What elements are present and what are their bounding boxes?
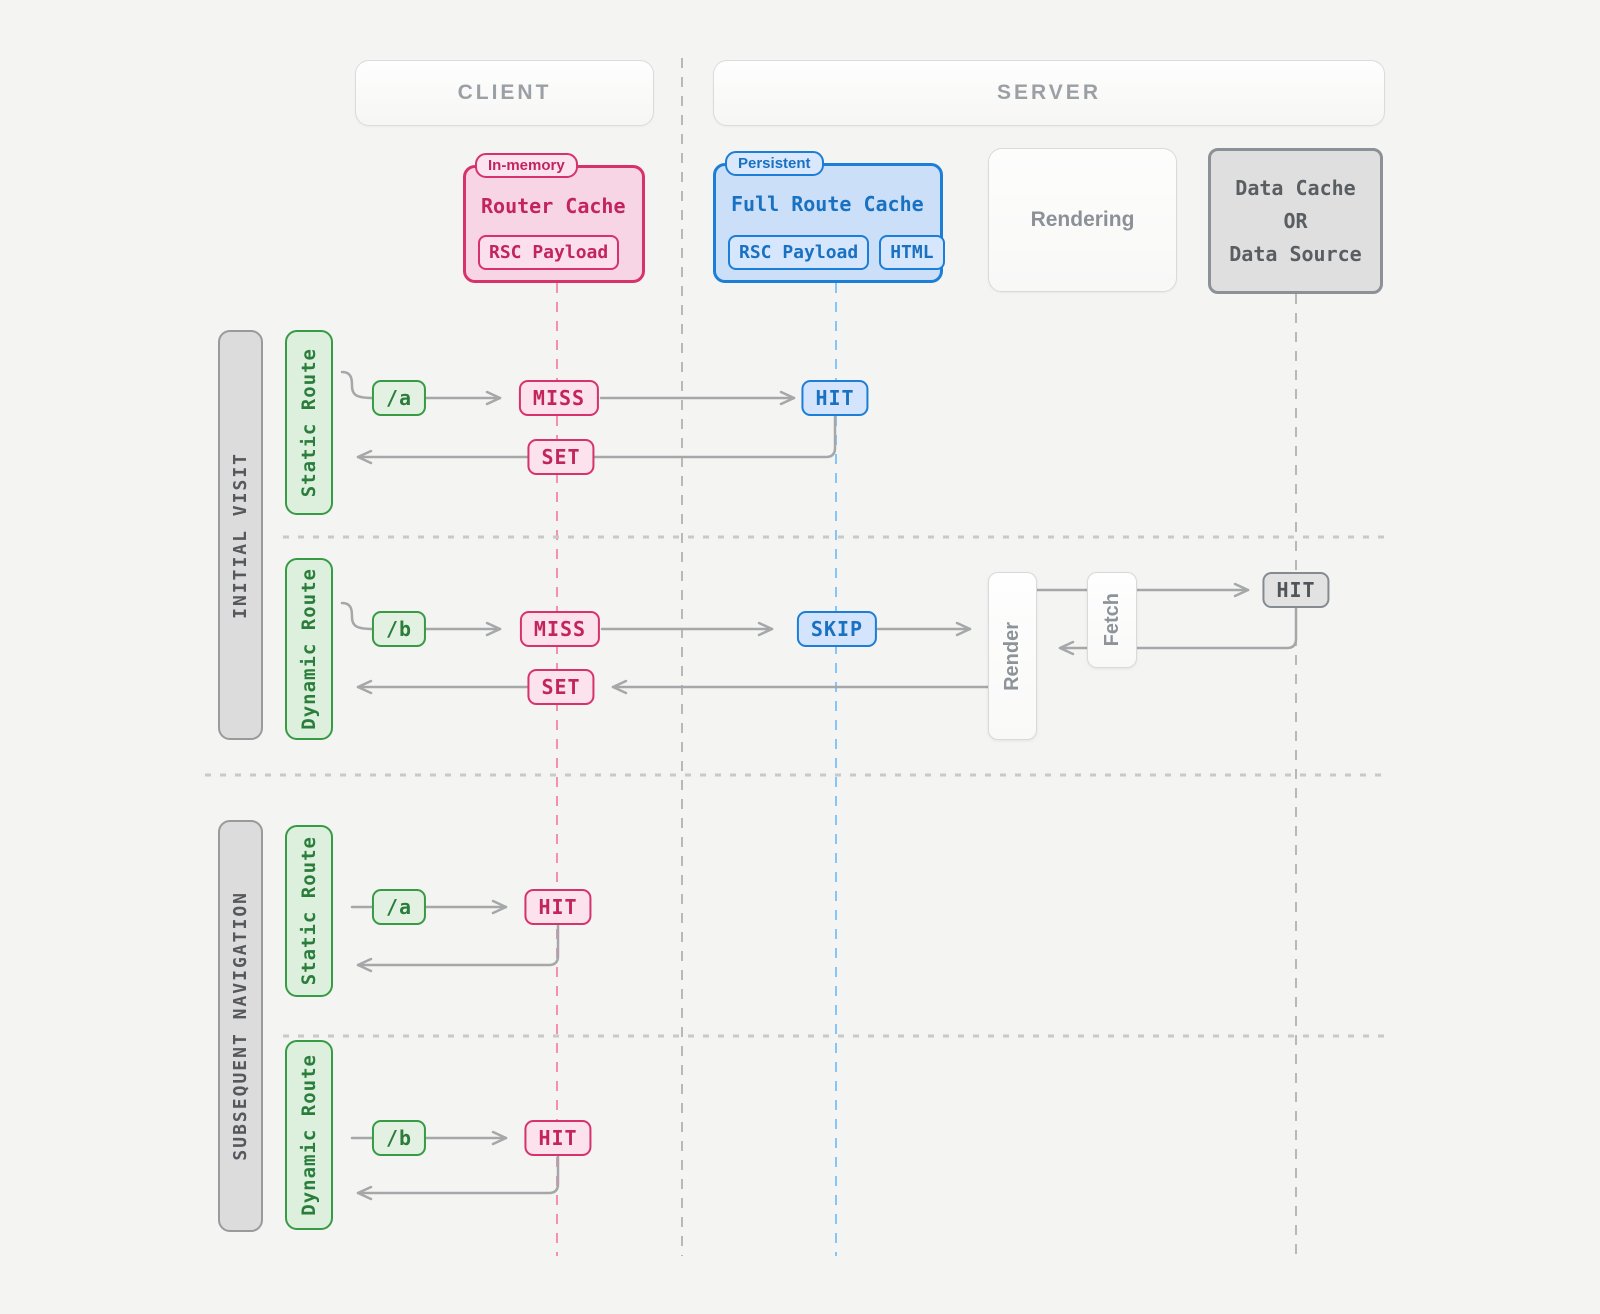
data-cache-box: Data Cache OR Data Source: [1208, 148, 1383, 294]
rsc-payload-chip: RSC Payload: [478, 235, 620, 270]
badge-router-cache-set-initial-dynamic: SET: [527, 669, 595, 705]
badge-route-a-subsequent: /a: [371, 889, 427, 925]
fetch-node-label: Fetch: [1100, 593, 1123, 647]
lane-subsequent-navigation-label: SUBSEQUENT NAVIGATION: [230, 891, 251, 1161]
flow-return-datacache-to-render-2: [1058, 606, 1298, 656]
router-cache-title: Router Cache: [481, 194, 626, 218]
data-cache-line1: Data Cache: [1235, 175, 1356, 200]
data-cache-line2: OR: [1283, 208, 1308, 233]
render-node: Render: [988, 572, 1037, 740]
lane-initial-visit-label: INITIAL VISIT: [230, 451, 251, 619]
data-cache-line3: Data Source: [1229, 241, 1362, 266]
server-header-label: SERVER: [997, 81, 1101, 104]
badge-full-route-cache-skip-initial-dynamic: SKIP: [796, 611, 878, 647]
flow-return-hit-to-client-1: [356, 412, 837, 465]
client-header-label: CLIENT: [457, 81, 552, 104]
badge-router-cache-set-initial-static: SET: [527, 439, 595, 475]
badge-route-a-initial: /a: [371, 380, 427, 416]
badge-router-cache-hit-subsequent-static: HIT: [524, 889, 592, 925]
rendering-label: Rendering: [1030, 208, 1135, 231]
badge-router-cache-miss-initial-static: MISS: [518, 380, 600, 416]
server-header: SERVER: [713, 60, 1385, 126]
in-memory-tag: In-memory: [475, 153, 578, 178]
flow-entry-hook-2: [340, 601, 376, 631]
html-chip: HTML: [879, 235, 945, 270]
route-label-text: Dynamic Route: [298, 1054, 320, 1216]
route-label-dynamic-subsequent: Dynamic Route: [285, 1040, 333, 1230]
route-label-dynamic-initial: Dynamic Route: [285, 558, 333, 740]
persistent-tag: Persistent: [725, 151, 824, 176]
flow-return-hit-to-client-4: [356, 1153, 560, 1201]
route-label-static-subsequent: Static Route: [285, 825, 333, 997]
fetch-node: Fetch: [1087, 572, 1137, 668]
client-header: CLIENT: [355, 60, 654, 126]
lane-initial-visit: INITIAL VISIT: [218, 330, 263, 740]
route-label-text: Static Route: [298, 836, 320, 986]
badge-full-route-cache-hit-initial-static: HIT: [801, 380, 869, 416]
render-node-label: Render: [1001, 621, 1023, 691]
rendering-box: Rendering: [988, 148, 1177, 292]
full-route-cache-title: Full Route Cache: [731, 192, 924, 216]
badge-router-cache-hit-subsequent-dynamic: HIT: [524, 1120, 592, 1156]
badge-router-cache-miss-initial-dynamic: MISS: [519, 611, 601, 647]
lane-subsequent-navigation: SUBSEQUENT NAVIGATION: [218, 820, 263, 1232]
route-label-static-initial: Static Route: [285, 330, 333, 515]
badge-data-cache-hit-initial-dynamic: HIT: [1262, 572, 1330, 608]
flow-return-hit-to-client-3: [356, 922, 560, 973]
badge-route-b-initial: /b: [371, 611, 427, 647]
route-label-text: Dynamic Route: [298, 568, 320, 730]
badge-route-b-subsequent: /b: [371, 1120, 427, 1156]
rsc-payload-chip: RSC Payload: [728, 235, 870, 270]
flow-entry-hook-1: [340, 370, 376, 400]
full-route-cache-box: Persistent Full Route Cache RSC Payload …: [713, 151, 945, 283]
router-cache-box: In-memory Router Cache RSC Payload: [463, 153, 645, 283]
route-label-text: Static Route: [298, 347, 320, 498]
